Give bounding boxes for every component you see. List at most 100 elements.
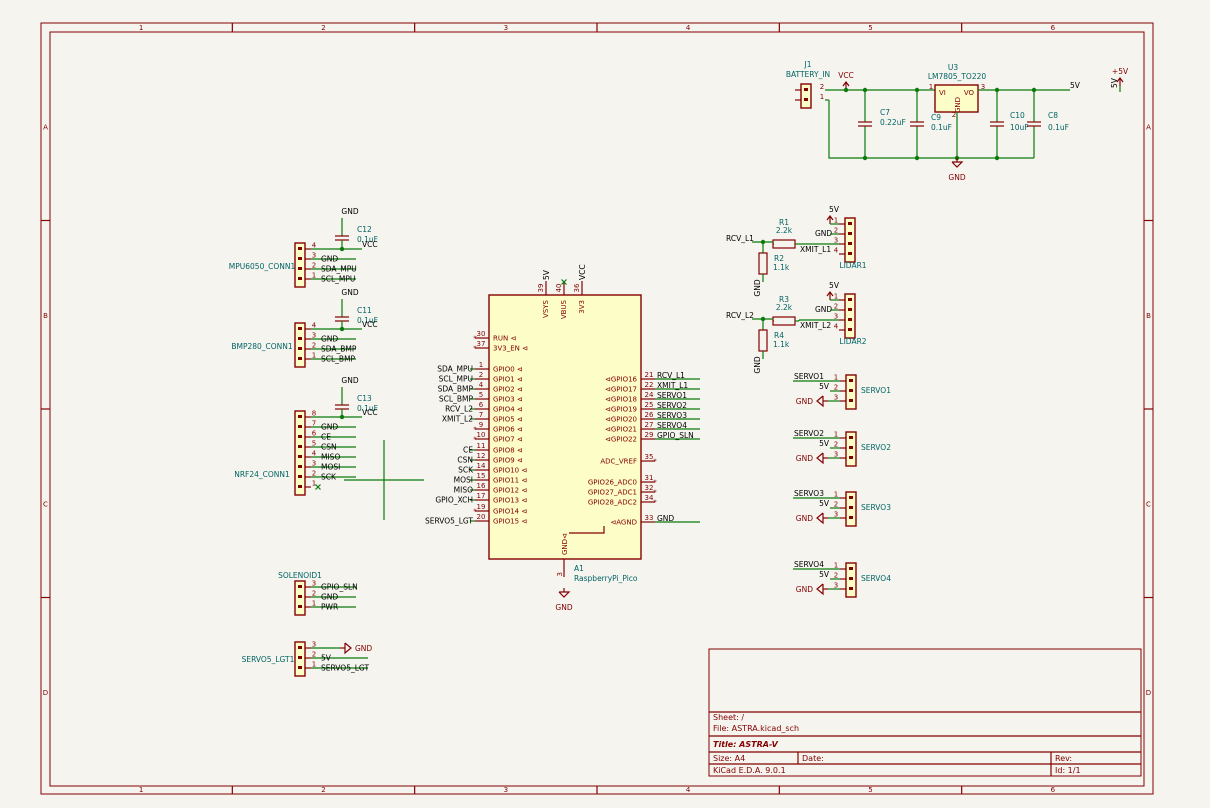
gnd-symbol — [816, 395, 824, 408]
frame-row-label: A — [43, 123, 48, 131]
servo-label: SERVO1 — [861, 386, 891, 395]
frame-col-label: 4 — [686, 786, 691, 794]
cap-value: 0.1uF — [357, 235, 378, 244]
pin-name: GPIO8 ⊲ — [493, 447, 523, 455]
connector-contact — [298, 415, 302, 418]
pin-number: 6 — [312, 430, 317, 438]
gnd-symbol — [558, 591, 571, 598]
connector-contact — [848, 328, 852, 331]
gnd-label: GND — [796, 585, 813, 594]
pin-number: 6 — [479, 401, 484, 409]
no-connect-star: * — [473, 426, 477, 434]
pin-name: ⊲GPIO22 — [605, 436, 637, 444]
pin-number: 3 — [312, 580, 316, 588]
net-label: GND — [321, 255, 338, 264]
frame-row-label: C — [43, 500, 48, 508]
net-label: MISO — [454, 486, 473, 495]
gnd-label: GND — [341, 288, 358, 297]
pin-name: ⊲GPIO18 — [605, 396, 637, 404]
frame-row-label: D — [43, 689, 48, 697]
net-label: GPIO_XCH — [435, 496, 473, 505]
u3-ref: U3 — [948, 63, 958, 72]
pin-name: GPIO11 ⊲ — [493, 477, 527, 485]
connector-body — [800, 83, 812, 109]
resistor-ref: R4 — [774, 331, 784, 340]
pin-name: GPIO9 ⊲ — [493, 457, 523, 465]
pin-number: 3 — [834, 313, 838, 321]
file-label: File: ASTRA.kicad_sch — [713, 724, 799, 733]
net-label: RCV_L1 — [726, 234, 754, 243]
cap-ref: C10 — [1010, 111, 1025, 120]
resistor-value: 2.2k — [776, 303, 793, 312]
pin-number: 4 — [479, 381, 484, 389]
pin-number: 3 — [834, 582, 838, 590]
resistor-body — [758, 329, 768, 352]
net-label: CSN — [457, 456, 473, 465]
junction-dot — [1031, 87, 1037, 93]
cap-ref: C9 — [931, 113, 941, 122]
pin-number: 34 — [645, 494, 654, 502]
connector-contact — [298, 666, 302, 669]
sheet-label: Sheet: / — [713, 713, 744, 722]
pin-number: 31 — [645, 474, 654, 482]
pin-number: 1 — [312, 600, 316, 608]
pin-number: 1 — [834, 374, 838, 382]
pin-name: ⊲GPIO19 — [605, 406, 637, 414]
junction-dot — [994, 155, 1000, 161]
net-label: SCK — [321, 473, 337, 482]
net-label: XMIT_L2 — [442, 415, 473, 424]
cap-ref: C7 — [880, 108, 890, 117]
connector-contact — [298, 357, 302, 360]
pin-number: 2 — [820, 83, 824, 91]
pin-number: 4 — [834, 323, 839, 331]
no-connect-star: * — [473, 345, 477, 353]
pin-number: 2 — [312, 470, 316, 478]
pin-name: GPIO4 ⊲ — [493, 406, 523, 414]
gnd-label: GND — [796, 514, 813, 523]
gnd-label: GND — [355, 644, 372, 653]
power-symbol — [842, 81, 850, 87]
net-label: SCL_BMP — [439, 395, 474, 404]
connector-contact — [804, 88, 808, 91]
pin-name: GPIO12 ⊲ — [493, 487, 527, 495]
net-label: 5V — [819, 499, 830, 508]
net-label: 5V — [829, 281, 840, 290]
gnd-symbol — [344, 642, 352, 655]
pin-name: ⊲GPIO21 — [605, 426, 637, 434]
pin-number: 20 — [477, 513, 486, 521]
junction-dot — [862, 87, 868, 93]
net-label: MOSI — [321, 463, 340, 472]
title-text: Title: ASTRA-V — [713, 740, 779, 749]
pin-number: 26 — [645, 411, 654, 419]
pin-number: 22 — [645, 381, 654, 389]
pin-number: 7 — [312, 420, 316, 428]
date-label: Date: — [802, 754, 824, 763]
no-connect-star: * — [653, 458, 657, 466]
pin-number: 1 — [929, 83, 933, 91]
cap-value: 0.1uF — [931, 123, 952, 132]
net-label: SERVO3 — [794, 489, 824, 498]
pin-number: 2 — [312, 651, 316, 659]
frame-col-label: 2 — [321, 786, 325, 794]
frame-row-label: B — [43, 312, 48, 320]
pin-number: 1 — [834, 217, 838, 225]
frame-col-label: 3 — [504, 24, 508, 32]
net-label: SCL_MPU — [439, 375, 473, 384]
net-label: RCV_L1 — [657, 371, 685, 380]
pin-name: VSYS — [542, 299, 550, 318]
net-label: 5V — [1070, 81, 1081, 90]
power-symbol — [826, 291, 834, 297]
pin-number: 2 — [479, 371, 483, 379]
pin-name: GPIO2 ⊲ — [493, 386, 523, 394]
connector-contact — [298, 337, 302, 340]
id-label: Id: 1/1 — [1055, 766, 1081, 775]
net-label: GND — [657, 514, 674, 523]
connector-contact — [298, 327, 302, 330]
net-label: SERVO2 — [794, 429, 824, 438]
gnd-symbol — [816, 512, 824, 525]
connector-label: MPU6050_CONN1 — [229, 262, 296, 271]
net-label: SERVO5_LGT — [321, 664, 369, 673]
connector-contact — [298, 475, 302, 478]
pin-number: 21 — [645, 371, 654, 379]
